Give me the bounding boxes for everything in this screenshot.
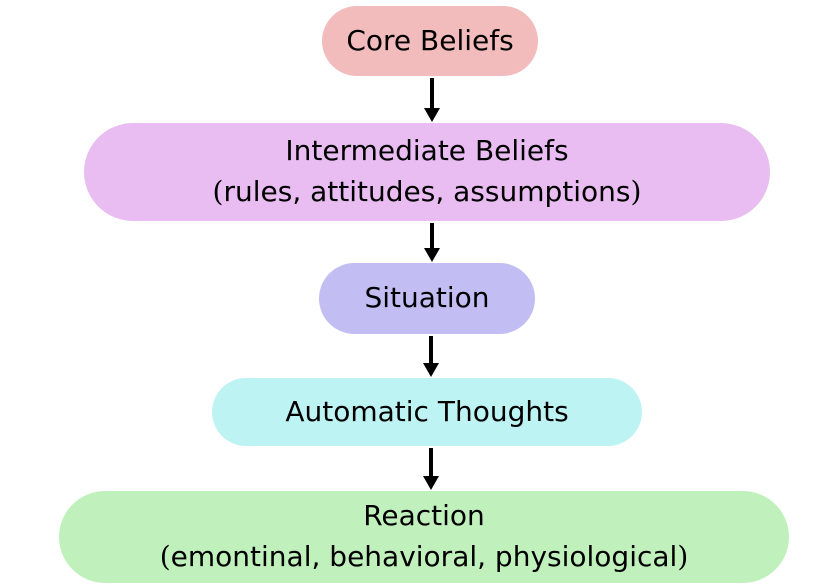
intermediate-beliefs-close-paren: ) [630, 175, 642, 208]
arrow-head [424, 108, 440, 122]
reaction-label: Reaction [363, 499, 485, 533]
core-beliefs-label: Core Beliefs [346, 23, 514, 57]
core-beliefs-node: Core Beliefs [322, 6, 538, 76]
intermediate-beliefs-subtitle-text: rules, attitudes, assumptions [223, 175, 631, 208]
reaction-close-paren: ) [677, 540, 689, 573]
arrow-head [423, 363, 439, 377]
arrow-automatic-thoughts-to-reaction [423, 448, 439, 490]
reaction-subtitle: (emontinal, behavioral, physiological) [160, 537, 689, 578]
reaction-node: Reaction (emontinal, behavioral, physiol… [59, 491, 789, 583]
arrow-situation-to-automatic-thoughts [423, 336, 439, 377]
intermediate-beliefs-open-paren: ( [212, 175, 224, 208]
reaction-open-paren: ( [159, 540, 171, 573]
arrow-head [424, 248, 440, 262]
arrow-intermediate-beliefs-to-situation [424, 223, 440, 262]
reaction-subtitle-text: emontinal, behavioral, physiological [170, 540, 678, 573]
automatic-thoughts-node: Automatic Thoughts [212, 378, 642, 446]
arrow-head [423, 476, 439, 490]
situation-node: Situation [319, 263, 535, 334]
intermediate-beliefs-label: Intermediate Beliefs [285, 134, 569, 168]
situation-label: Situation [364, 281, 490, 315]
intermediate-beliefs-subtitle: (rules, attitudes, assumptions) [213, 172, 642, 213]
intermediate-beliefs-node: Intermediate Beliefs (rules, attitudes, … [84, 123, 770, 221]
automatic-thoughts-label: Automatic Thoughts [285, 394, 569, 428]
arrow-core-beliefs-to-intermediate-beliefs [424, 78, 440, 122]
